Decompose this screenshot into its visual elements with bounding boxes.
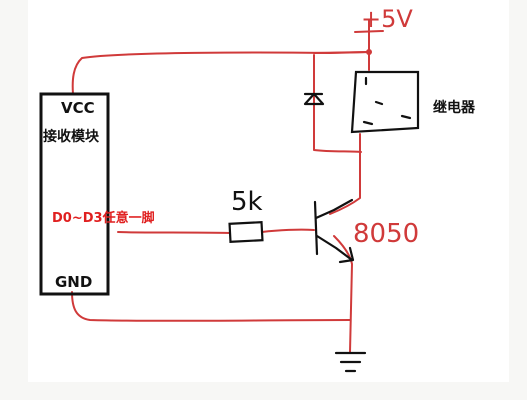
module-name-label: 接收模块 (43, 128, 100, 145)
resistor-icon (228, 221, 264, 243)
wire-top-bus (313, 51, 370, 54)
supply-terminal-icon (354, 30, 384, 33)
wire-pin-to-resistor (117, 231, 231, 234)
module-gnd-label: GND (55, 273, 92, 291)
relay-label: 继电器 (433, 99, 476, 116)
transistor-label: 8050 (353, 219, 419, 249)
wire-resistor-to-base (261, 228, 315, 233)
wire-gnd-to-ground (71, 291, 351, 322)
module-pin-label: D0~D3任意一脚 (52, 210, 155, 226)
npn-transistor-icon (313, 198, 355, 264)
junction-dot (366, 49, 372, 55)
flyback-diode-icon (303, 92, 325, 106)
supply-label: +5V (361, 5, 413, 33)
ground-icon (334, 351, 367, 373)
wire-vcc-to-supply (71, 51, 370, 95)
receiver-module-box (39, 92, 110, 296)
wire-diode-branch (313, 54, 362, 153)
wire-emitter-to-ground (333, 235, 353, 353)
wire-relay-to-collector (329, 133, 361, 215)
resistor-label: 5k (231, 187, 263, 217)
module-vcc-label: VCC (61, 99, 95, 117)
relay-icon (350, 70, 420, 134)
